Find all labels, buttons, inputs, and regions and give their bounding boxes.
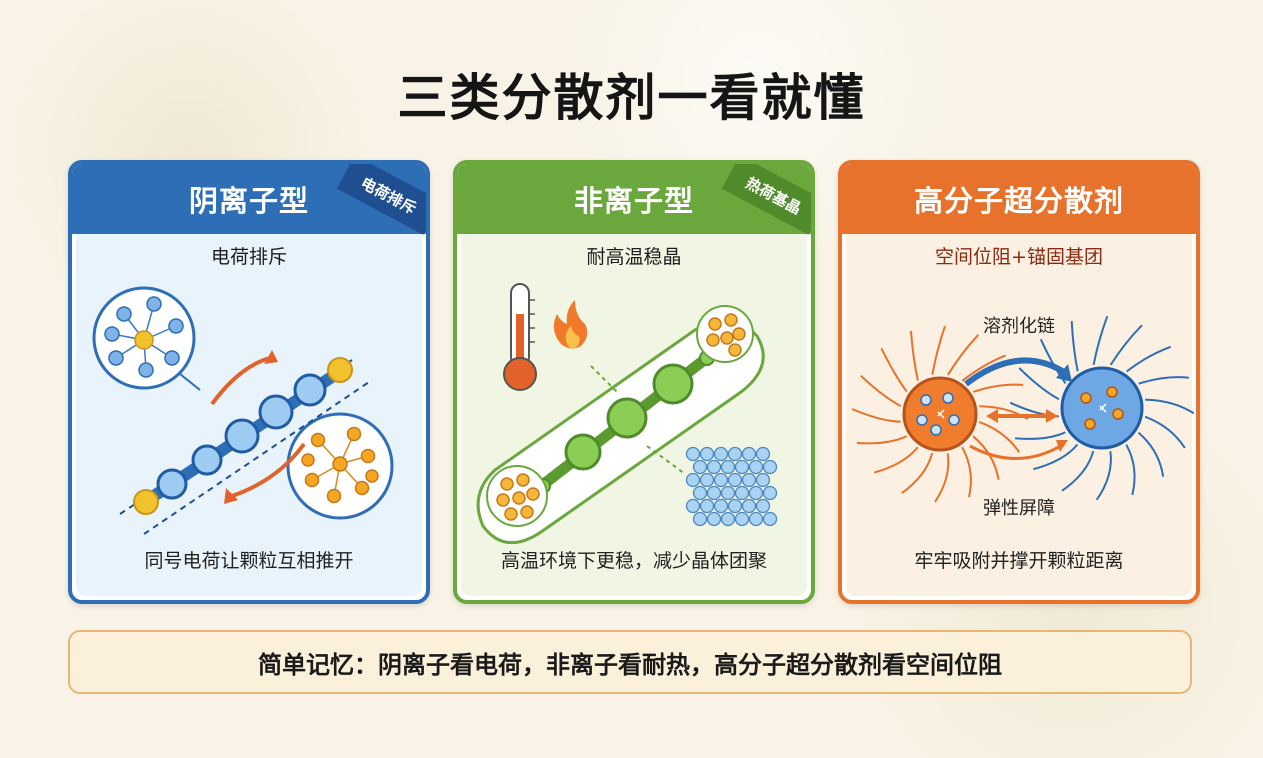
solvation-chain-ray xyxy=(972,383,1024,393)
solvation-chain-ray xyxy=(1125,345,1172,373)
lattice-atom xyxy=(685,498,701,514)
lattice-atom xyxy=(685,472,701,488)
lattice-atom xyxy=(706,459,722,475)
label-solvation-chain: 溶剂化链 xyxy=(983,316,1055,337)
card-nonionic: 非离子型 热荷基晶 耐高温稳晶 xyxy=(453,160,815,604)
arrow-icon xyxy=(969,442,1065,460)
lattice-atom xyxy=(713,498,729,514)
lattice-atom xyxy=(734,459,750,475)
solvation-chain-ray xyxy=(1145,398,1195,415)
lattice-atom xyxy=(762,511,778,527)
solvation-chain-ray xyxy=(874,446,919,474)
lattice-atom xyxy=(748,511,764,527)
lattice-atom xyxy=(692,485,708,501)
card-anionic: 阴离子型 电荷排斥 电荷排斥 xyxy=(68,160,430,604)
flame-icon xyxy=(553,300,588,349)
solvation-chain-ray xyxy=(1070,321,1079,372)
arrow-icon xyxy=(210,356,306,498)
particle-cluster-icon xyxy=(286,412,394,520)
solvation-chain-ray xyxy=(1018,367,1060,401)
page-title: 三类分散剂一看就懂 xyxy=(397,69,866,127)
anionic-illustration xyxy=(92,286,394,535)
solvation-chain-ray xyxy=(1138,376,1190,385)
crystal-lattice-icon xyxy=(685,446,778,527)
card-nonionic-subtitle: 耐高温稳晶 xyxy=(586,246,682,268)
solvation-chain-ray xyxy=(1109,324,1143,366)
solvation-chain-ray xyxy=(856,435,908,445)
lattice-atom xyxy=(741,446,757,462)
lattice-atom xyxy=(748,485,764,501)
card-polymeric-subtitle: 空间位阻+锚固基团 xyxy=(935,246,1103,268)
solvation-chain-ray xyxy=(1095,451,1112,501)
lattice-atom xyxy=(692,459,708,475)
solvation-chain-ray xyxy=(1144,415,1186,449)
particle-cluster-icon xyxy=(486,465,548,527)
lattice-atom xyxy=(741,498,757,514)
solvation-chain-ray xyxy=(931,325,946,375)
solvation-chain-ray xyxy=(1033,443,1079,471)
lattice-atom xyxy=(685,446,701,462)
label-elastic-barrier: 弹性屏障 xyxy=(983,498,1055,519)
polymer-particle-icon xyxy=(1060,366,1144,450)
summary-box: 简单记忆：阴离子看电荷，非离子看耐热，高分子超分散剂看空间位阻 xyxy=(68,630,1192,694)
lattice-atom xyxy=(706,511,722,527)
solvation-chain-ray xyxy=(860,374,902,407)
lattice-atom xyxy=(734,485,750,501)
lattice-atom xyxy=(755,472,771,488)
lattice-atom xyxy=(699,472,715,488)
solvation-chain-ray xyxy=(947,334,980,376)
solvation-chain-ray xyxy=(961,354,1007,382)
lattice-atom xyxy=(734,511,750,527)
lattice-atom xyxy=(713,472,729,488)
lattice-atom xyxy=(727,498,743,514)
solvation-chain-ray xyxy=(851,408,901,423)
card-anionic-subtitle: 电荷排斥 xyxy=(210,246,287,268)
lattice-atom xyxy=(706,485,722,501)
polymeric-illustration: 溶剂化链 弹性屏障 xyxy=(851,315,1195,519)
solvation-chain-ray xyxy=(972,435,1000,480)
solvation-chain-ray xyxy=(1092,315,1109,365)
lattice-atom xyxy=(748,459,764,475)
lattice-atom xyxy=(727,446,743,462)
solvation-chain-ray xyxy=(1061,450,1095,492)
lattice-atom xyxy=(713,446,729,462)
solvation-chain-ray xyxy=(961,446,972,498)
lattice-atom xyxy=(741,472,757,488)
lattice-atom xyxy=(762,485,778,501)
summary-text: 简单记忆：阴离子看电荷，非离子看耐热，高分子超分散剂看空间位阻 xyxy=(258,650,1002,679)
solvation-chain-ray xyxy=(901,452,934,495)
card-polymeric-heading: 高分子超分散剂 xyxy=(842,164,1196,234)
arrow-icon xyxy=(986,409,1058,423)
lattice-atom xyxy=(699,498,715,514)
card-nonionic-caption: 高温环境下更稳，减少晶体团聚 xyxy=(500,550,767,572)
lattice-atom xyxy=(720,485,736,501)
lattice-atom xyxy=(755,498,771,514)
polymer-particle-icon xyxy=(902,376,978,452)
particle-cluster-icon xyxy=(92,286,196,390)
solvation-chain-ray xyxy=(978,420,1021,453)
solvation-chain-ray xyxy=(1125,444,1136,496)
solvation-chain-ray xyxy=(1015,431,1066,440)
lattice-atom xyxy=(755,446,771,462)
card-anionic-caption: 同号电荷让颗粒互相推开 xyxy=(144,550,354,572)
lattice-atom xyxy=(720,459,736,475)
lattice-atom xyxy=(692,511,708,527)
card-polymeric: 高分子超分散剂 空间位阻+锚固基团 xyxy=(838,160,1200,604)
lattice-atom xyxy=(720,511,736,527)
arrow-icon xyxy=(964,357,1066,387)
solvation-chain-ray xyxy=(934,453,950,503)
solvation-chain-ray xyxy=(1137,431,1165,477)
lattice-atom xyxy=(762,459,778,475)
lattice-atom xyxy=(699,446,715,462)
lattice-atom xyxy=(727,472,743,488)
nonionic-illustration xyxy=(476,283,778,544)
thermometer-icon xyxy=(503,283,537,391)
solvation-chain-ray xyxy=(910,330,919,381)
solvation-chain-ray xyxy=(880,347,908,393)
particle-cluster-icon xyxy=(696,305,754,363)
card-polymeric-caption: 牢牢吸附并撑开颗粒距离 xyxy=(914,550,1124,572)
